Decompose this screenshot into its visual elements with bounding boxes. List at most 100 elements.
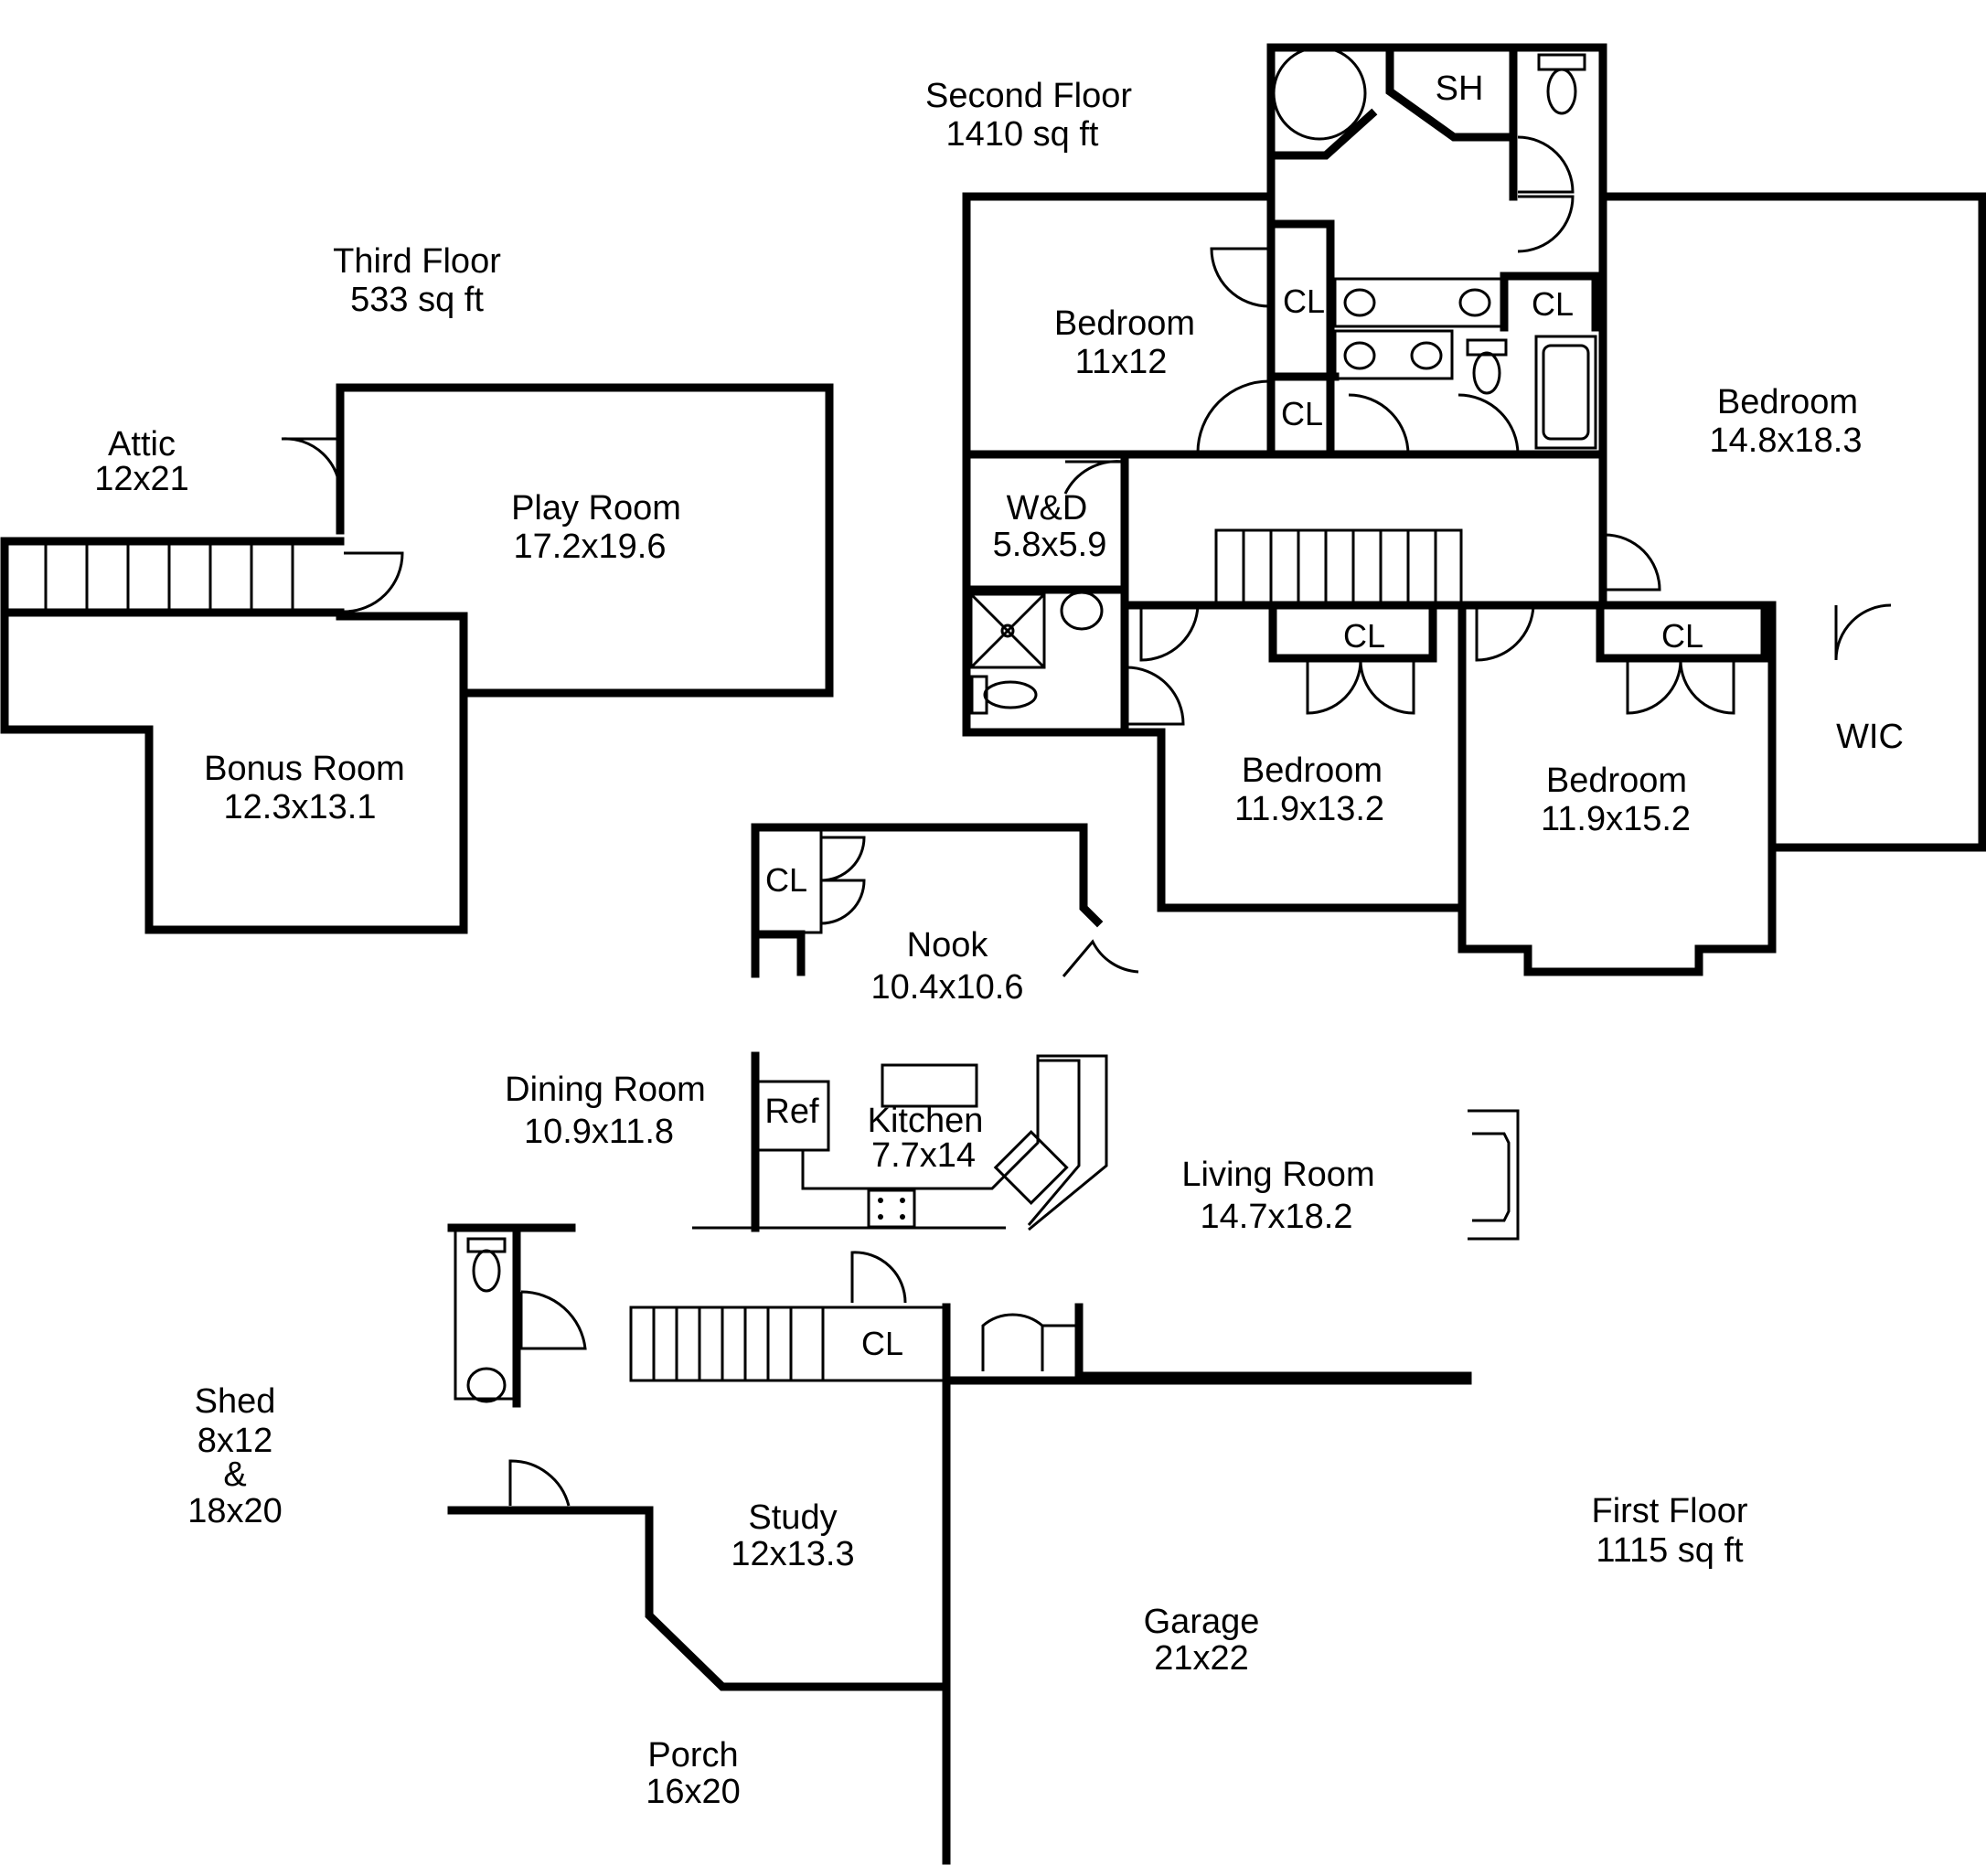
closet-door-icon [1517, 195, 1575, 253]
tub-icon [1272, 46, 1367, 141]
toilet-room-door-icon [1517, 135, 1575, 194]
labels: Third Floor 533 sq ft Second Floor 1410 … [94, 69, 1904, 1811]
closet-label: CL [1283, 282, 1325, 320]
bathtub-inner-icon [1542, 344, 1590, 441]
wd-door-icon [1063, 460, 1124, 495]
shower-stall-icon [969, 592, 1046, 669]
main-stairs [629, 1306, 825, 1382]
second-floor-title: Second Floor [925, 77, 1132, 115]
wic-name: WIC [1836, 718, 1904, 756]
vanity-2 [1333, 329, 1454, 380]
bedroom-door-icon [1210, 247, 1270, 308]
first-floor-area: 1115 sq ft [1596, 1531, 1744, 1570]
wd-size: 5.8x5.9 [993, 526, 1107, 564]
play-room-walls [336, 383, 834, 698]
attic-door-icon [281, 437, 342, 495]
shed-ampersand: & [223, 1455, 246, 1494]
third-floor-title: Third Floor [333, 242, 501, 281]
bathtub-icon [1534, 335, 1597, 450]
closet-label: CL [1532, 285, 1574, 323]
cooktop-icon [867, 1188, 916, 1229]
closet-label: CL [1281, 395, 1323, 432]
ref-label: Ref [764, 1093, 819, 1131]
bedroom-door-icon [1139, 604, 1200, 662]
porch-name: Porch [647, 1736, 738, 1775]
closet-label: CL [1343, 617, 1385, 655]
bedroom-name: Bedroom [1546, 762, 1687, 800]
sink-icon [1343, 288, 1376, 317]
toilet-icon [466, 1237, 507, 1293]
nook-door-icon [1062, 939, 1139, 977]
closet-label: CL [1661, 617, 1703, 655]
bedroom-door-icon [1196, 379, 1270, 454]
second-floor [962, 43, 1986, 976]
bath-door-icon [1348, 393, 1410, 456]
tub-walls [1266, 108, 1378, 160]
bedroom-size: 14.8x18.3 [1710, 421, 1863, 460]
study-door-icon [508, 1459, 571, 1507]
fireplace-icon [1468, 1109, 1520, 1241]
refrigerator [755, 1080, 830, 1152]
study-name: Study [748, 1498, 837, 1537]
closet-label: CL [765, 861, 807, 899]
bedroom-door-icon [1125, 666, 1185, 726]
stair-closet [821, 1306, 945, 1382]
sh-walls [1385, 43, 1518, 142]
hall-door-icon [981, 1313, 1044, 1371]
porch-size: 16x20 [646, 1773, 741, 1811]
upper-stairs-treads [1242, 530, 1437, 603]
bonus-room-name: Bonus Room [204, 750, 405, 788]
third-floor [0, 383, 834, 934]
bonus-room-size: 12.3x13.1 [224, 788, 377, 826]
wic-door-icon [1834, 603, 1892, 661]
closet-door-icon [1626, 659, 1735, 715]
bath-door-icon [1457, 393, 1520, 456]
kitchen-island [881, 1063, 978, 1108]
living-room-name: Living Room [1181, 1156, 1374, 1194]
second-floor-area: 1410 sq ft [946, 115, 1099, 154]
bonus-room-walls [0, 537, 468, 934]
powder-room-door-icon [519, 1290, 587, 1350]
second-floor-outer-walls [962, 43, 1986, 976]
wd-name: W&D [1007, 489, 1088, 528]
kitchen-size: 7.7x14 [871, 1136, 976, 1175]
kitchen-sink-icon [993, 1129, 1069, 1206]
garage-size: 21x22 [1154, 1639, 1249, 1678]
closet-label: CL [861, 1325, 903, 1362]
closet-cl3-walls [1500, 272, 1600, 332]
shed-size-1: 8x12 [198, 1422, 272, 1460]
bedroom-name: Bedroom [1054, 304, 1195, 343]
toilet-icon [1537, 53, 1586, 115]
toilet-icon [1466, 338, 1508, 395]
powder-room-vanity [454, 1228, 516, 1401]
sink-icon [1060, 591, 1104, 631]
kitchen-counter-inner [1028, 1054, 1108, 1231]
sink-icon [1458, 288, 1491, 317]
closet-cl4-walls [1268, 601, 1437, 663]
bedroom-size: 11.9x13.2 [1234, 790, 1384, 828]
sh-name: SH [1436, 69, 1484, 108]
vanity-1 [1333, 277, 1503, 328]
master-door-icon [1603, 533, 1661, 592]
bedroom-size: 11.9x15.2 [1541, 800, 1691, 838]
first-floor [447, 823, 1520, 1865]
kitchen-counter [801, 1059, 1081, 1226]
toilet-icon [970, 675, 1038, 715]
closet-door-icon [1306, 659, 1415, 715]
garage-name: Garage [1144, 1603, 1260, 1641]
closet-cl5-walls [1596, 601, 1769, 663]
bedroom-size: 11x12 [1075, 343, 1168, 381]
living-room-size: 14.7x18.2 [1201, 1198, 1353, 1236]
sink-icon [1343, 341, 1376, 370]
bedroom-door-icon [1475, 604, 1535, 662]
study-porch-wall [447, 1506, 951, 1691]
play-room-size: 17.2x19.6 [514, 528, 667, 566]
sink-icon [466, 1367, 507, 1403]
play-room-name: Play Room [511, 489, 681, 528]
study-size: 12x13.3 [731, 1535, 854, 1573]
attic-size: 12x21 [94, 460, 189, 498]
attic-stairs [44, 541, 294, 613]
bedroom-name: Bedroom [1717, 383, 1858, 421]
dining-room-size: 10.9x11.8 [524, 1113, 674, 1151]
